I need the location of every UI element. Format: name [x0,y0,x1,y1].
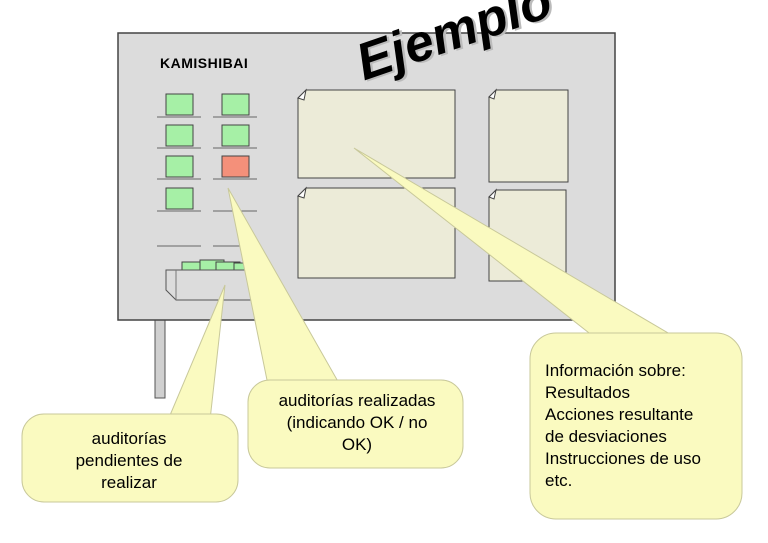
audit-card-ok [165,124,194,147]
sheet-fold [297,186,307,199]
audit-card-ok [165,187,194,210]
sheet-fold [488,188,497,200]
callout-line: de desviaciones [545,427,667,446]
callout-line: Instrucciones de uso [545,449,701,468]
callout-done-text: auditorías realizadas (indicando OK / no… [252,390,462,456]
card-box [165,269,259,301]
info-sheet [488,89,569,183]
callout-line: Resultados [545,383,631,402]
sheet-fold [488,88,497,100]
audit-card-ok [165,93,194,116]
callout-line: auditorías realizadas [278,391,436,410]
callout-shapes [21,147,743,520]
callout-line: realizar [101,473,157,492]
audit-card-ok [221,124,250,147]
audit-card-ok [165,155,194,178]
audit-card-nok [221,155,250,178]
board-title: KAMISHIBAI [160,55,249,71]
sheet-fold [297,88,307,101]
callout-pending-text: auditorías pendientes de realizar [24,428,234,494]
callout-line: pendientes de [75,451,183,470]
callout-done-bubble [247,379,464,469]
card-column-left [157,93,201,247]
board-leg [154,317,166,399]
callout-line: etc. [545,471,573,490]
callout-pending-bubble [21,413,239,503]
info-sheets [297,88,569,282]
audit-card-ok [221,93,250,116]
callout-info-bubble [529,332,743,520]
callout-line: OK) [341,435,373,454]
callout-line: (indicando OK / no [286,413,428,432]
callout-line: Información sobre: [545,361,686,380]
callout-line: Acciones resultante [545,405,694,424]
callout-info-text: Información sobre: Resultados Acciones r… [545,360,745,492]
card-column-right [213,93,257,247]
callout-line: auditorías [91,429,167,448]
